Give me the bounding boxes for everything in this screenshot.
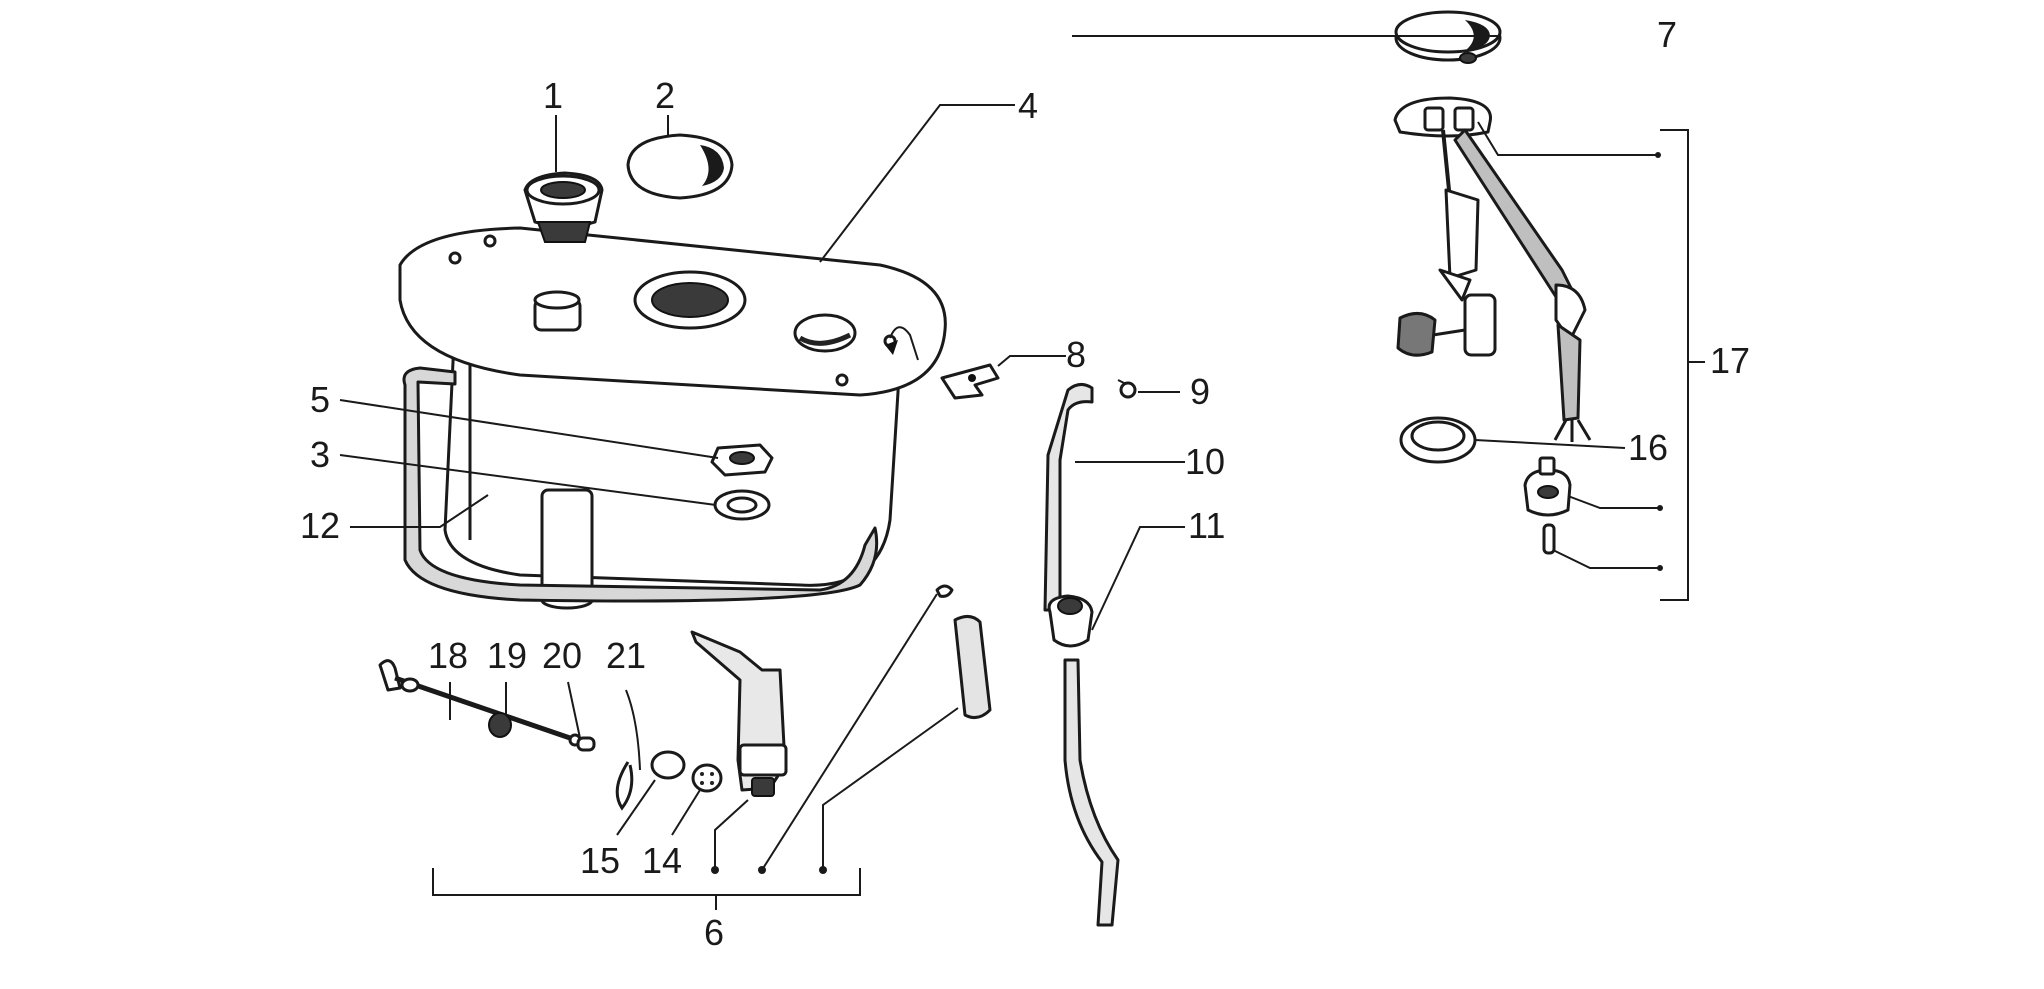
callout-9: 9: [1190, 371, 1210, 412]
filter-sleeve: [953, 615, 992, 720]
clip: [940, 363, 1000, 400]
callout-15: 15: [580, 840, 620, 881]
fuel-tank: [398, 226, 947, 610]
wire-arrow: [885, 340, 898, 355]
callout-18: 18: [428, 635, 468, 676]
callout-17: 17: [1710, 340, 1750, 381]
fuel-hose: [1043, 383, 1120, 927]
sender-cap: [1394, 10, 1502, 64]
fuel-cap: [626, 133, 734, 200]
callout-4: 4: [1018, 85, 1038, 126]
tank-nut: [710, 443, 774, 477]
callout-20: 20: [542, 635, 582, 676]
hose-clamp: [1117, 379, 1137, 399]
leader-dots: [711, 152, 1663, 874]
callout-3: 3: [310, 434, 330, 475]
callout-8: 8: [1066, 334, 1086, 375]
callout-labels: 1 2 4 5 3 12 7 8 9 10 11 18 19 20 21 15 …: [300, 14, 1750, 953]
washer: [713, 489, 771, 521]
callout-11: 11: [1188, 505, 1225, 546]
callout-21: 21: [606, 635, 646, 676]
callout-14: 14: [642, 840, 682, 881]
spring-clip: [615, 761, 634, 811]
sender-pin: [1542, 523, 1556, 555]
sender-seal-ring: [1399, 416, 1477, 464]
callout-12: 12: [300, 505, 340, 546]
leader-lines: [339, 35, 1705, 910]
callout-16: 16: [1628, 427, 1668, 468]
fuel-tap: [690, 630, 788, 797]
tank-wire: [889, 326, 919, 361]
callout-7: 7: [1657, 14, 1677, 55]
sender-plug: [1523, 456, 1572, 517]
callout-2: 2: [655, 75, 675, 116]
callout-19: 19: [487, 635, 527, 676]
o-ring: [935, 584, 954, 598]
filter-disc: [691, 763, 723, 793]
tap-knob: [576, 736, 596, 752]
tank-gasket: [402, 366, 879, 603]
filler-neck: [523, 171, 604, 243]
callout-5: 5: [310, 379, 330, 420]
hose-connector: [1047, 594, 1094, 648]
tap-cap: [650, 750, 686, 780]
callout-1: 1: [543, 75, 563, 116]
callout-10: 10: [1185, 441, 1225, 482]
callout-6: 6: [704, 912, 724, 953]
gauge-sender-unit: [1393, 96, 1592, 442]
